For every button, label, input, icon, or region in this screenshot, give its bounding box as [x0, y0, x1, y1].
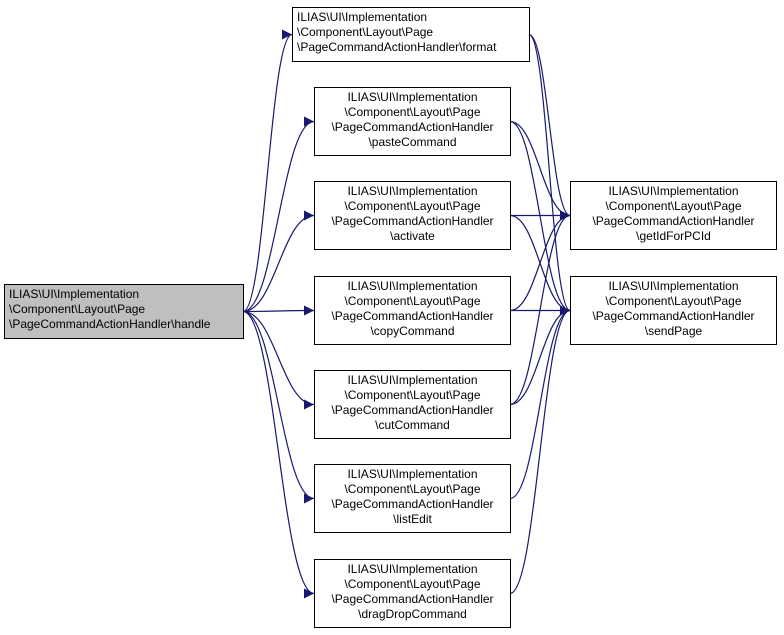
node-paste-command-line-3: \PageCommandActionHandler — [331, 120, 494, 134]
node-paste-command-line-2: \Component\Layout\Page — [344, 105, 481, 119]
edge-format-to-getIdForPCId — [528, 33, 571, 221]
node-handle-line-2: \Component\Layout\Page — [9, 302, 146, 316]
node-activate[interactable]: ILIAS\UI\Implementation \Component\Layou… — [314, 181, 511, 250]
node-format-line-3: \PageCommandActionHandler\format — [297, 40, 497, 54]
node-paste-command-line-1: ILIAS\UI\Implementation — [347, 90, 478, 104]
edge-pasteCommand-to-getIdForPCId — [509, 120, 571, 221]
node-drag-drop-command-line-2: \Component\Layout\Page — [344, 577, 481, 591]
node-drag-drop-command[interactable]: ILIAS\UI\Implementation \Component\Layou… — [314, 559, 511, 628]
node-activate-line-3: \PageCommandActionHandler — [331, 214, 494, 228]
node-get-id-for-pcid-line-4: \getIdForPCId — [636, 229, 711, 243]
node-drag-drop-command-line-3: \PageCommandActionHandler — [331, 592, 494, 606]
node-list-edit-line-3: \PageCommandActionHandler — [331, 497, 494, 511]
node-send-page-line-2: \Component\Layout\Page — [605, 294, 742, 308]
node-format-line-2: \Component\Layout\Page — [297, 25, 434, 39]
node-activate-line-2: \Component\Layout\Page — [344, 199, 481, 213]
node-copy-command-line-4: \copyCommand — [370, 324, 455, 338]
node-list-edit-line-4: \listEdit — [393, 512, 432, 526]
node-paste-command-line-4: \pasteCommand — [368, 135, 457, 149]
edge-handle-to-format — [242, 29, 293, 313]
node-list-edit[interactable]: ILIAS\UI\Implementation \Component\Layou… — [314, 464, 511, 533]
node-get-id-for-pcid[interactable]: ILIAS\UI\Implementation \Component\Layou… — [570, 181, 777, 250]
edge-handle-to-pasteCommand — [242, 116, 315, 313]
node-copy-command-line-1: ILIAS\UI\Implementation — [347, 279, 478, 293]
edge-handle-to-listEdit — [242, 310, 315, 504]
node-copy-command[interactable]: ILIAS\UI\Implementation \Component\Layou… — [314, 276, 511, 345]
node-drag-drop-command-line-1: ILIAS\UI\Implementation — [347, 562, 478, 576]
node-drag-drop-command-line-4: \dragDropCommand — [358, 607, 467, 621]
node-copy-command-line-3: \PageCommandActionHandler — [331, 309, 494, 323]
node-handle[interactable]: ILIAS\UI\Implementation \Component\Layou… — [4, 284, 244, 339]
node-cut-command-line-2: \Component\Layout\Page — [344, 388, 481, 402]
node-format-line-1: ILIAS\UI\Implementation — [297, 10, 428, 24]
node-send-page-line-1: ILIAS\UI\Implementation — [608, 279, 739, 293]
node-get-id-for-pcid-line-2: \Component\Layout\Page — [605, 199, 742, 213]
node-send-page-line-3: \PageCommandActionHandler — [592, 309, 755, 323]
node-paste-command[interactable]: ILIAS\UI\Implementation \Component\Layou… — [314, 87, 511, 156]
edge-handle-to-activate — [242, 210, 315, 313]
node-format[interactable]: ILIAS\UI\Implementation \Component\Layou… — [292, 7, 530, 62]
node-activate-line-1: ILIAS\UI\Implementation — [347, 184, 478, 198]
edge-copyCommand-to-getIdForPCId — [509, 210, 571, 312]
node-send-page[interactable]: ILIAS\UI\Implementation \Component\Layou… — [570, 276, 777, 345]
node-list-edit-line-1: ILIAS\UI\Implementation — [347, 467, 478, 481]
edge-handle-to-cutCommand — [242, 310, 315, 410]
node-cut-command-line-3: \PageCommandActionHandler — [331, 403, 494, 417]
edge-cutCommand-to-sendPage — [509, 305, 571, 406]
edge-handle-to-copyCommand — [242, 305, 315, 316]
edge-listEdit-to-sendPage — [509, 305, 571, 500]
node-copy-command-line-2: \Component\Layout\Page — [344, 294, 481, 308]
node-cut-command[interactable]: ILIAS\UI\Implementation \Component\Layou… — [314, 370, 511, 439]
edge-cutCommand-to-getIdForPCId — [509, 210, 571, 406]
edge-handle-to-dragDropCommand — [242, 310, 315, 599]
node-handle-line-1: ILIAS\UI\Implementation — [9, 287, 140, 301]
node-cut-command-line-1: ILIAS\UI\Implementation — [347, 373, 478, 387]
edge-dragDropCommand-to-sendPage — [509, 305, 571, 595]
edge-format-to-sendPage — [528, 33, 571, 316]
node-activate-line-4: \activate — [390, 229, 435, 243]
node-send-page-line-4: \sendPage — [644, 324, 703, 338]
node-handle-line-3: \PageCommandActionHandler\handle — [9, 317, 211, 331]
node-cut-command-line-4: \cutCommand — [375, 418, 450, 432]
node-get-id-for-pcid-line-1: ILIAS\UI\Implementation — [608, 184, 739, 198]
node-list-edit-line-2: \Component\Layout\Page — [344, 482, 481, 496]
node-get-id-for-pcid-line-3: \PageCommandActionHandler — [592, 214, 755, 228]
